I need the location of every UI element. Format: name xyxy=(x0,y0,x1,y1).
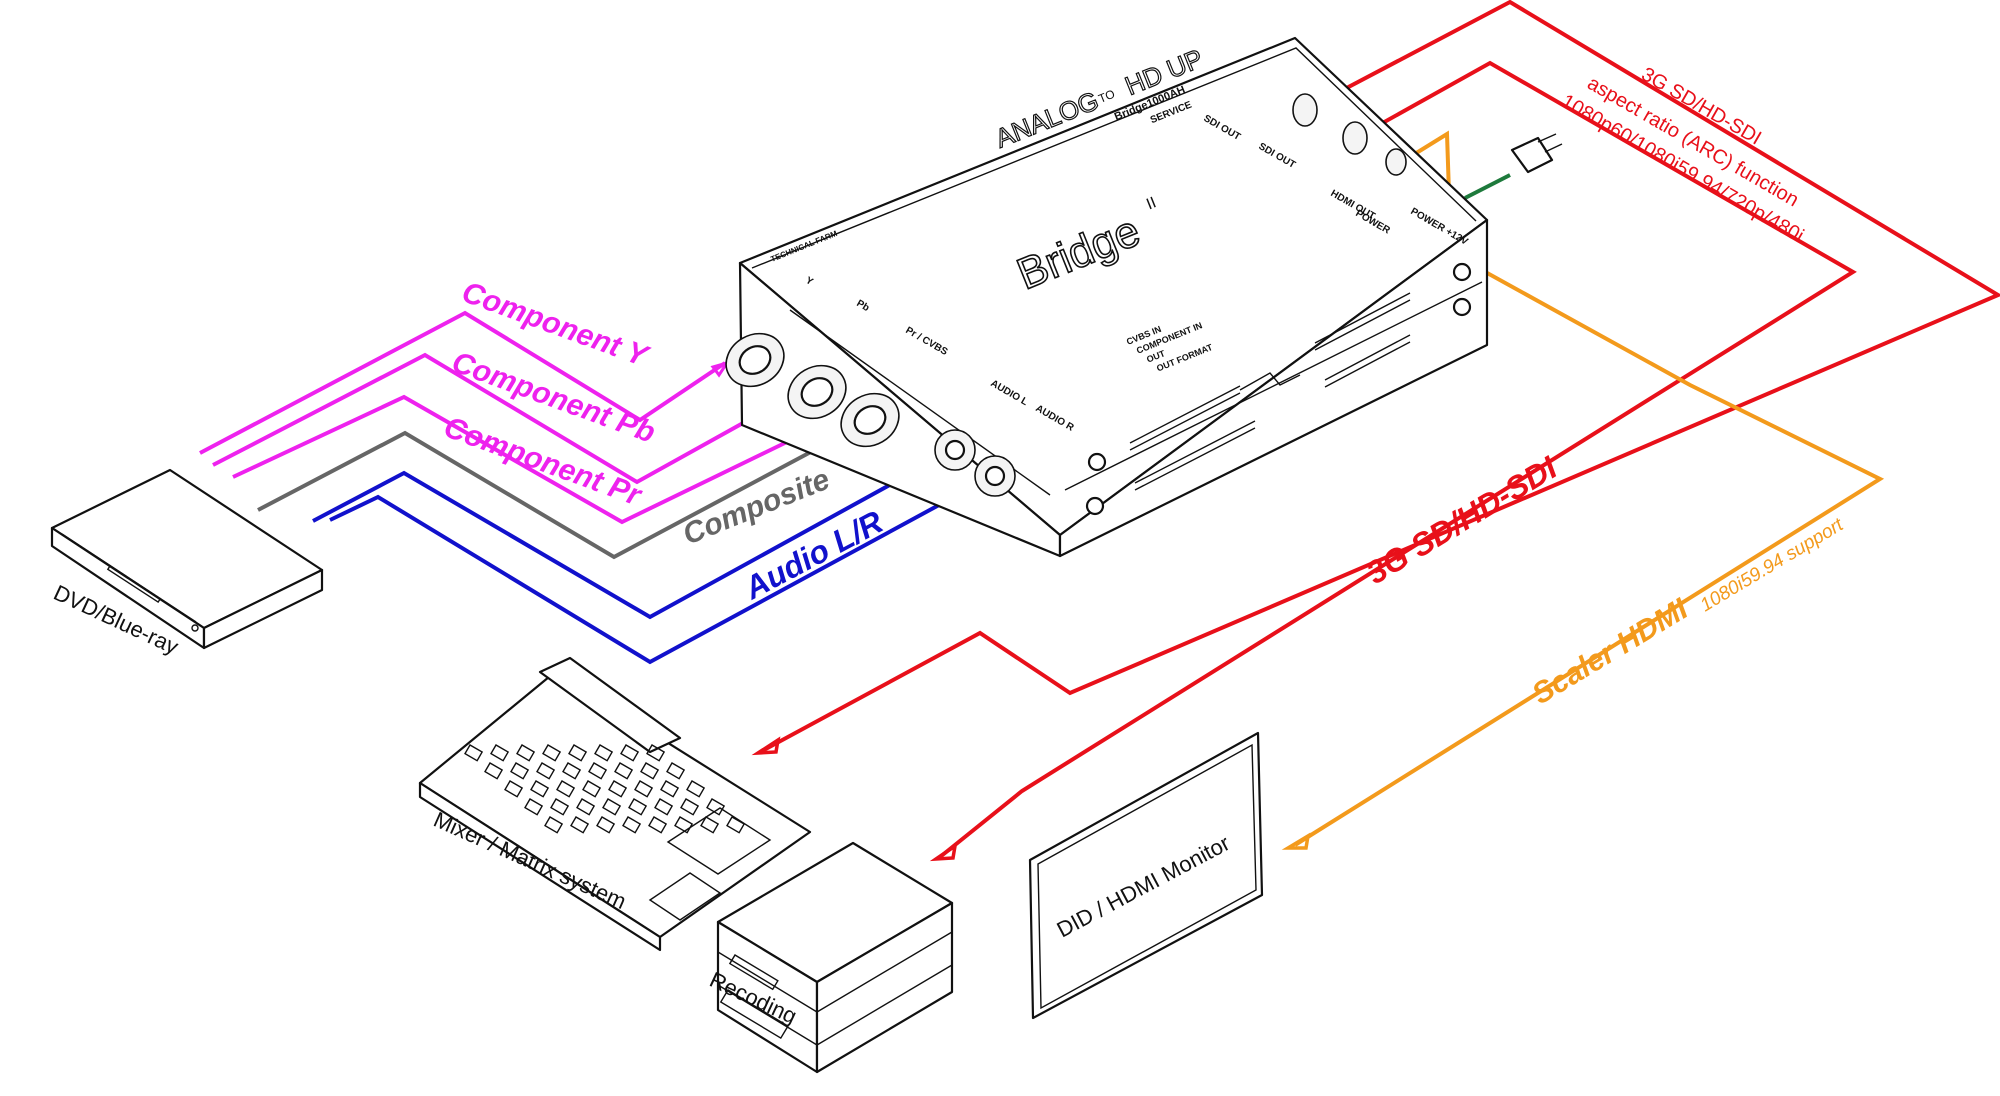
dvd-player-icon xyxy=(50,468,324,650)
mixer-key xyxy=(674,816,694,834)
cable-component-y xyxy=(199,310,727,455)
mixer-key xyxy=(622,816,642,834)
label-sdi-main: 3G SD/HD-SDI xyxy=(1360,449,1564,591)
mixer-key xyxy=(588,762,608,780)
monitor-icon xyxy=(1028,731,1264,1020)
mixer-key xyxy=(550,798,570,816)
mixer-key xyxy=(464,744,484,762)
mixer-key xyxy=(510,762,530,780)
arrow-hdmi xyxy=(1281,832,1311,850)
label-sdi-note-3: 1080p60/1080i59.94/720p/480i xyxy=(1558,90,1808,247)
mixer-key xyxy=(568,744,588,762)
video-recorder-icon xyxy=(716,841,954,1074)
cable-composite xyxy=(257,428,853,560)
rca-connector-icon xyxy=(934,429,1016,497)
cable-component-pb xyxy=(212,352,789,485)
sdi-out-connector-icon xyxy=(1342,121,1368,155)
mixer-key xyxy=(686,780,706,798)
mixer-key xyxy=(490,744,510,762)
bnc-connector-icon xyxy=(725,332,900,448)
cables xyxy=(199,0,2000,862)
mixer-key xyxy=(602,798,622,816)
mixer-console-icon xyxy=(418,656,812,952)
mixer-key xyxy=(536,762,556,780)
mixer-key xyxy=(516,744,536,762)
mixer-key xyxy=(614,762,634,780)
cable-component-pr xyxy=(232,394,827,525)
cable-sdi-2 xyxy=(938,60,1857,859)
mixer-key xyxy=(504,780,524,798)
arrow-sdi-1 xyxy=(751,736,781,756)
mixer-key xyxy=(640,762,660,780)
cable-power xyxy=(1464,173,1511,200)
mixer-keys xyxy=(464,744,746,834)
mixer-key xyxy=(654,798,674,816)
mixer-key xyxy=(570,816,590,834)
mixer-key xyxy=(556,780,576,798)
mixer-key xyxy=(620,744,640,762)
cable-audio-l xyxy=(312,458,936,620)
input-y-label: Y xyxy=(804,275,816,288)
mixer-key xyxy=(524,798,544,816)
brand-to: TO xyxy=(1096,87,1116,106)
mixer-key xyxy=(484,762,504,780)
mixer-key xyxy=(596,816,616,834)
power-plug-icon xyxy=(1510,133,1563,174)
mixer-key xyxy=(648,816,668,834)
arrow-component-y xyxy=(710,360,731,378)
mixer-key xyxy=(542,744,562,762)
mixer-key xyxy=(634,780,654,798)
mixer-key xyxy=(544,816,564,834)
mixer-key xyxy=(680,798,700,816)
mixer-key xyxy=(628,798,648,816)
mixer-key xyxy=(582,780,602,798)
mixer-key xyxy=(594,744,614,762)
mixer-key xyxy=(646,744,666,762)
mixer-key xyxy=(562,762,582,780)
mixer-key xyxy=(608,780,628,798)
converter-device-icon: ANALOG TO HD UP Bridge1000AH SERVICE SDI… xyxy=(725,36,1489,558)
mixer-key xyxy=(706,798,726,816)
arrow-sdi-2 xyxy=(929,842,958,862)
cable-audio-r xyxy=(329,478,986,665)
mixer-key xyxy=(576,798,596,816)
mixer-key xyxy=(700,816,720,834)
mixer-key xyxy=(666,762,686,780)
cable-hdmi xyxy=(1293,130,1885,847)
mixer-key xyxy=(660,780,680,798)
hdmi-out-connector-icon xyxy=(1385,148,1407,176)
mixer-key xyxy=(726,816,746,834)
sdi-out-connector-icon xyxy=(1292,93,1318,127)
label-hdmi-main: Scaler HDMI xyxy=(1527,592,1695,711)
label-hdmi-note: 1080i59.94 support xyxy=(1697,514,1848,616)
cable-sdi-1 xyxy=(761,0,2000,753)
mixer-key xyxy=(530,780,550,798)
